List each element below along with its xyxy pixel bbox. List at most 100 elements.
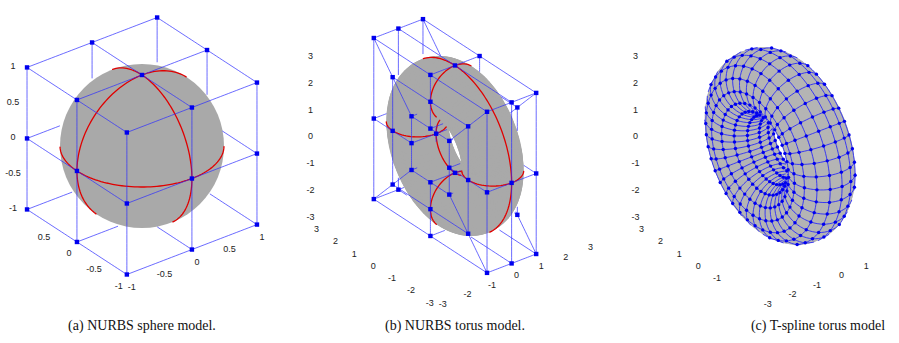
tspline-control-point xyxy=(795,243,798,246)
tspline-control-point xyxy=(761,228,764,231)
tspline-control-point xyxy=(782,158,785,161)
subfigure-caption: (c) T-spline torus model xyxy=(751,318,885,333)
control-point xyxy=(25,15,259,276)
tspline-mesh-line xyxy=(773,129,786,163)
tspline-mesh-line xyxy=(775,182,814,243)
tspline-control-point xyxy=(777,203,780,206)
control-net-line xyxy=(393,185,431,210)
control-net-line xyxy=(157,17,207,50)
tspline-control-point xyxy=(815,188,818,191)
control-net-line xyxy=(517,215,536,254)
tspline-control-point xyxy=(788,226,791,229)
control-net-line xyxy=(423,19,480,56)
tspline-mesh-line xyxy=(746,171,786,225)
tspline-control-point xyxy=(822,235,825,238)
tspline-control-point xyxy=(758,126,761,129)
tspline-control-point xyxy=(797,73,800,76)
control-point xyxy=(485,190,489,194)
tspline-control-point xyxy=(778,191,781,194)
axis-tick-label: 3 xyxy=(308,52,313,62)
control-net-line xyxy=(393,131,412,143)
control-net-line xyxy=(430,75,487,112)
tspline-control-point xyxy=(828,174,831,177)
axis-tick-label: -2 xyxy=(463,290,471,300)
tspline-control-point xyxy=(780,199,783,202)
torus-surface xyxy=(705,89,773,157)
tspline-control-point xyxy=(772,168,775,171)
control-point xyxy=(447,166,451,170)
control-point xyxy=(485,271,489,275)
tspline-control-point xyxy=(848,166,851,169)
control-net-line xyxy=(449,141,450,168)
tspline-control-point xyxy=(778,152,781,155)
tspline-control-point xyxy=(753,224,756,227)
tspline-control-point xyxy=(764,219,767,222)
tspline-mesh-line xyxy=(705,48,856,245)
tspline-control-point xyxy=(738,186,741,189)
control-net-line xyxy=(27,138,28,209)
control-net-line xyxy=(27,17,257,274)
tspline-control-point xyxy=(807,71,810,74)
tspline-control-point xyxy=(822,144,825,147)
tspline-control-point xyxy=(822,110,825,113)
tspline-control-point xyxy=(773,128,776,131)
control-net-line xyxy=(398,29,399,75)
tspline-control-point xyxy=(776,145,779,148)
nurbs-torus-plot xyxy=(372,17,539,275)
tspline-control-point xyxy=(769,142,772,145)
tspline-mesh-line xyxy=(839,148,853,157)
axis-tick-label: 0 xyxy=(839,271,844,281)
control-net-line xyxy=(207,50,257,83)
tspline-control-point xyxy=(768,79,771,82)
control-net-line xyxy=(517,107,518,130)
control-point xyxy=(390,129,394,133)
axis-tick-label: 3 xyxy=(314,225,319,235)
control-net-line xyxy=(157,17,158,61)
control-point xyxy=(447,139,451,143)
tspline-control-point xyxy=(846,204,849,207)
tspline-control-point xyxy=(710,119,713,122)
tspline-control-point xyxy=(735,153,738,156)
control-net-line xyxy=(127,179,192,204)
control-net-line xyxy=(27,67,28,138)
axis-tick-label: 0 xyxy=(66,249,71,259)
control-net-line xyxy=(392,77,393,131)
tspline-control-point xyxy=(800,163,803,166)
tspline-control-point xyxy=(787,79,790,82)
torus-surface xyxy=(705,47,856,244)
tspline-control-point xyxy=(759,48,762,51)
torus-curve xyxy=(423,57,511,232)
tspline-control-point xyxy=(785,160,788,163)
tspline-mesh-line xyxy=(747,135,786,184)
tspline-control-point xyxy=(800,206,803,209)
tspline-control-point xyxy=(802,175,805,178)
tspline-control-point xyxy=(840,170,843,173)
tspline-control-point xyxy=(840,198,843,201)
tspline-mesh-line xyxy=(734,136,786,195)
control-net-line xyxy=(27,126,60,138)
tspline-control-point xyxy=(748,150,751,153)
tspline-control-point xyxy=(799,121,802,124)
tspline-control-point xyxy=(747,178,750,181)
tspline-control-point xyxy=(769,51,772,54)
control-point xyxy=(390,75,394,79)
control-net-line xyxy=(392,131,393,185)
control-net-line xyxy=(430,75,431,102)
torus-surface xyxy=(386,56,523,236)
subfigure-caption: (a) NURBS sphere model. xyxy=(68,318,216,333)
tspline-control-point xyxy=(778,183,781,186)
control-point xyxy=(25,207,29,211)
tspline-control-point xyxy=(769,164,772,167)
tspline-control-point xyxy=(709,93,712,96)
control-net-line xyxy=(501,97,517,108)
axis-tick-label: 1 xyxy=(864,262,869,272)
tspline-control-point xyxy=(828,188,831,191)
tspline-control-point xyxy=(781,188,784,191)
tspline-control-point xyxy=(793,139,796,142)
tspline-mesh-line xyxy=(784,142,835,154)
sphere-curve xyxy=(60,68,224,222)
tspline-control-point xyxy=(743,192,746,195)
tspline-control-point xyxy=(764,156,767,159)
control-net-line xyxy=(142,50,207,75)
tspline-mesh-line xyxy=(784,184,835,224)
